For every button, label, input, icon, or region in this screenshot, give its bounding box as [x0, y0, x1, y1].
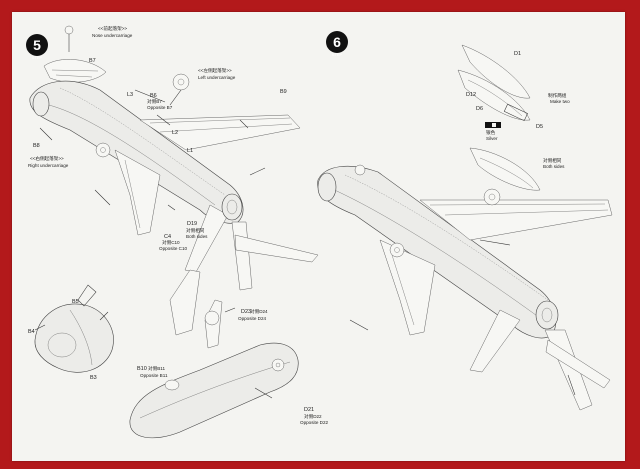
part-label: D19 — [187, 221, 197, 227]
part-label: B7 — [89, 58, 96, 64]
step6-drop-tanks — [457, 44, 541, 191]
step-6-number: 6 — [333, 34, 341, 50]
step-5-badge: 5 STEP — [26, 34, 48, 60]
step-6-label: STEP — [332, 52, 343, 57]
step-5-number: 5 — [33, 37, 41, 53]
part-label: D12 — [466, 92, 476, 98]
d19-note-cn: 对侧相同 — [186, 227, 205, 234]
nose-undercarriage-cn: <<前起落架>> — [98, 25, 127, 32]
part-label: D21 — [304, 407, 314, 413]
make-two-en: Make two — [550, 99, 570, 104]
b6-note-cn: 对侧B7 — [147, 98, 162, 105]
b10-note-en: Opposite B11 — [140, 373, 168, 378]
part-label: B6 — [150, 93, 157, 99]
part-label: L1 — [187, 148, 193, 154]
instruction-sheet: 5 STEP 6 STEP — [12, 12, 625, 461]
c4-note-en: Opposite C10 — [159, 246, 188, 251]
left-undercarriage-en: Left undercarriage — [198, 75, 236, 80]
silver-cn: 银色 — [486, 129, 496, 136]
d21-note-cn: 对侧D22 — [304, 413, 322, 420]
c4-note-cn: 对侧C10 — [162, 239, 180, 246]
both-sides-cn: 对侧相同 — [543, 157, 562, 164]
instruction-drawing: 5 STEP 6 STEP — [26, 25, 613, 439]
part-label: C4 — [164, 234, 171, 240]
right-undercarriage-cn: <<右侧起落架>> — [30, 155, 64, 162]
d23-note-cn: 对侧D24 — [250, 308, 268, 315]
part-label: L2 — [172, 130, 178, 136]
d19-note-en: Both sides — [186, 234, 208, 239]
part-label: B8 — [33, 143, 40, 149]
part-label: B10 — [137, 366, 147, 372]
left-undercarriage-cn: <<左侧起落架>> — [198, 67, 232, 74]
part-label: D1 — [514, 51, 521, 57]
b10-note-cn: 对侧B11 — [148, 365, 165, 372]
silver-en: Silver — [486, 136, 498, 141]
right-undercarriage-en: Right undercarriage — [28, 163, 69, 168]
part-label: D5 — [536, 124, 543, 130]
nose-undercarriage-en: Nose undercarriage — [92, 33, 133, 38]
step-5-label: STEP — [32, 55, 43, 60]
step-6-badge: 6 STEP — [326, 31, 348, 57]
step5-rear-detail — [129, 269, 299, 439]
step5-aircraft — [29, 25, 319, 291]
part-label: B5 — [72, 299, 79, 305]
part-label: L3 — [127, 92, 133, 98]
both-sides-en: Both sides — [543, 164, 565, 169]
step5-nose-detail — [34, 284, 114, 373]
step6-aircraft — [317, 164, 613, 411]
part-label: D23 — [241, 309, 251, 315]
make-two-cn: 制作两组 — [548, 92, 567, 99]
part-label: B3 — [90, 375, 97, 381]
part-label: B9 — [280, 89, 287, 95]
part-label: B4 — [28, 329, 35, 335]
d21-note-en: Opposite D22 — [300, 420, 329, 425]
b6-note-en: Opposite B7 — [147, 105, 173, 110]
part-label: D6 — [476, 106, 483, 112]
d23-note-en: Opposite D24 — [238, 316, 267, 321]
